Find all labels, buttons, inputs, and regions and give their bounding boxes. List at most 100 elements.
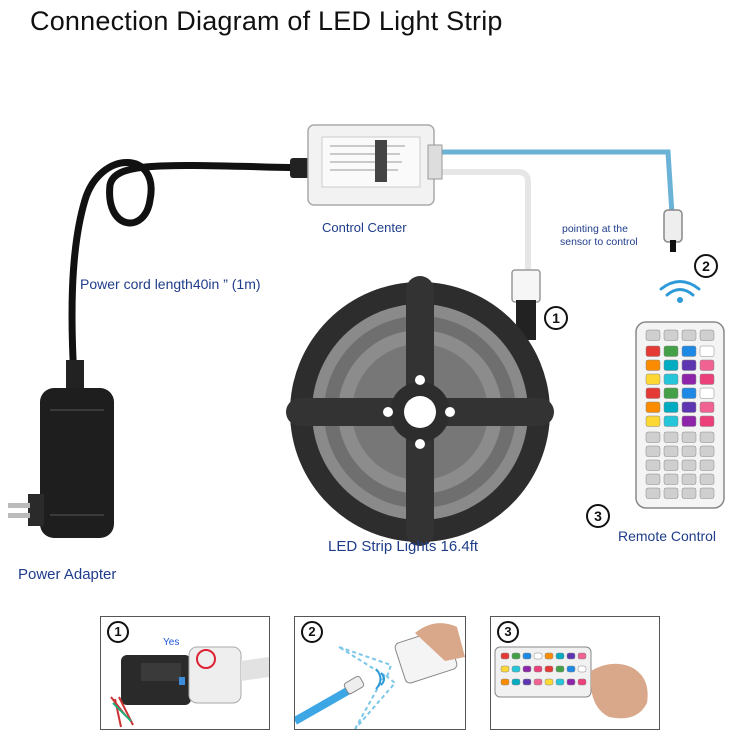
panel-1-illustration xyxy=(110,646,269,728)
remote-key xyxy=(699,459,715,471)
remote-key xyxy=(663,329,679,341)
remote-key xyxy=(544,652,554,660)
label-pointing-line2: sensor to control xyxy=(560,236,638,248)
remote-key xyxy=(663,359,679,371)
remote-key xyxy=(533,652,543,660)
label-pointing-line1: pointing at the xyxy=(562,223,628,235)
remote-key xyxy=(663,487,679,499)
remote-key xyxy=(663,401,679,413)
panel-2-number: 2 xyxy=(301,621,323,643)
remote-key xyxy=(681,431,697,443)
remote-key xyxy=(533,678,543,686)
remote-key xyxy=(699,345,715,357)
remote-key xyxy=(645,359,661,371)
power-adapter xyxy=(8,360,114,538)
remote-key xyxy=(645,387,661,399)
marker-3: 3 xyxy=(586,504,610,528)
remote-key xyxy=(645,329,661,341)
remote-key xyxy=(645,373,661,385)
remote-key xyxy=(566,665,576,673)
remote-key xyxy=(500,678,510,686)
remote-key xyxy=(699,373,715,385)
remote-key xyxy=(663,345,679,357)
remote-key xyxy=(681,373,697,385)
connection-illustration xyxy=(8,124,725,546)
detail-panel-3: 3 xyxy=(490,616,660,730)
panel-2-illustration xyxy=(295,623,465,729)
remote-key xyxy=(663,387,679,399)
strip-connector xyxy=(511,269,541,303)
remote-key xyxy=(522,678,532,686)
marker-1: 1 xyxy=(544,306,568,330)
remote-key xyxy=(645,401,661,413)
remote-key xyxy=(681,445,697,457)
remote-key xyxy=(663,431,679,443)
remote-key xyxy=(645,415,661,427)
remote-key xyxy=(681,459,697,471)
remote-buttons xyxy=(645,329,715,499)
remote-key xyxy=(681,415,697,427)
remote-key xyxy=(645,473,661,485)
remote-key xyxy=(699,387,715,399)
remote-key xyxy=(555,678,565,686)
remote-key xyxy=(699,415,715,427)
ir-sensor-head xyxy=(663,209,683,243)
remote-control xyxy=(635,321,725,509)
remote-key xyxy=(577,665,587,673)
remote-key xyxy=(699,329,715,341)
diagram-title: Connection Diagram of LED Light Strip xyxy=(30,6,503,36)
strip-cable xyxy=(440,169,531,275)
remote-key xyxy=(699,431,715,443)
remote-key xyxy=(645,431,661,443)
remote-key xyxy=(681,387,697,399)
remote-key xyxy=(681,473,697,485)
remote-key xyxy=(511,678,521,686)
remote-key xyxy=(645,345,661,357)
remote-key xyxy=(663,473,679,485)
remote-key xyxy=(681,487,697,499)
remote-key xyxy=(699,401,715,413)
remote-key xyxy=(500,652,510,660)
remote-key xyxy=(681,401,697,413)
remote-key xyxy=(645,459,661,471)
power-cord xyxy=(68,159,314,399)
label-power-adapter: Power Adapter xyxy=(18,566,117,583)
remote-key xyxy=(577,652,587,660)
remote-key xyxy=(555,665,565,673)
panel-3-illustration xyxy=(494,646,648,719)
remote-key xyxy=(500,665,510,673)
label-control-center: Control Center xyxy=(322,220,407,235)
label-power-cord: Power cord length40in ” (1m) xyxy=(80,276,261,292)
remote-key xyxy=(544,678,554,686)
marker-2: 2 xyxy=(694,254,718,278)
remote-key xyxy=(699,487,715,499)
remote-key xyxy=(663,459,679,471)
detail-panel-2: 2 xyxy=(294,616,466,730)
led-strip-reel xyxy=(286,276,554,546)
remote-key xyxy=(681,329,697,341)
label-led-strip: LED Strip Lights 16.4ft xyxy=(328,538,479,555)
remote-key xyxy=(699,473,715,485)
remote-key xyxy=(566,678,576,686)
detail-panel-1: 1 Yes xyxy=(100,616,270,730)
panel-1-yes-note: Yes xyxy=(163,637,180,648)
remote-key xyxy=(555,652,565,660)
remote-key xyxy=(511,665,521,673)
panel-3-buttons xyxy=(500,652,587,686)
remote-key xyxy=(699,359,715,371)
remote-key xyxy=(511,652,521,660)
remote-key xyxy=(533,665,543,673)
sensor-cable xyxy=(440,149,675,215)
remote-key xyxy=(663,415,679,427)
panel-3-number: 3 xyxy=(497,621,519,643)
remote-key xyxy=(522,652,532,660)
control-center-box xyxy=(307,124,443,206)
remote-key xyxy=(681,359,697,371)
remote-key xyxy=(681,345,697,357)
remote-key xyxy=(544,665,554,673)
power-plug xyxy=(290,158,312,178)
remote-key xyxy=(645,445,661,457)
remote-key xyxy=(566,652,576,660)
remote-key xyxy=(522,665,532,673)
remote-key xyxy=(663,445,679,457)
